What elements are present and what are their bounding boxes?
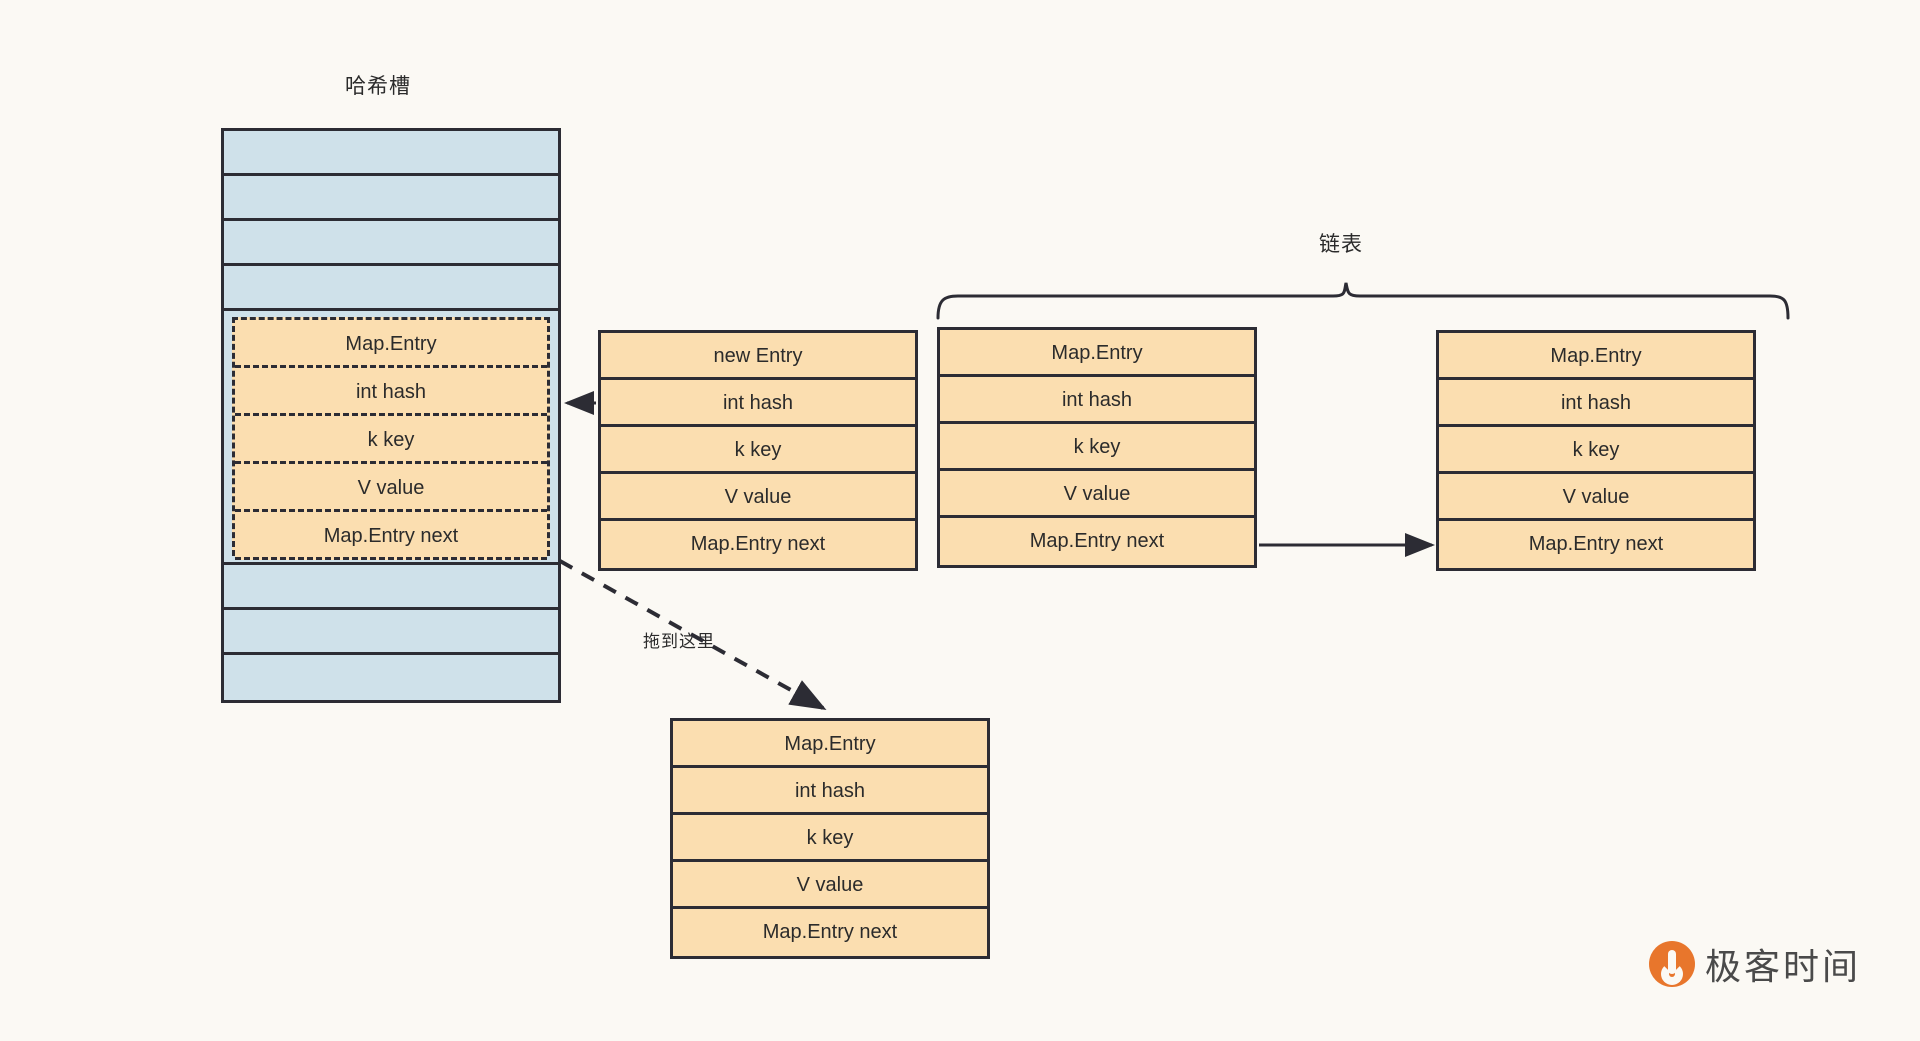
entry-row-hash: int hash: [940, 377, 1254, 424]
entry-row-key: k key: [1439, 427, 1753, 474]
entry-row-next: Map.Entry next: [673, 909, 987, 956]
entry-row-value: V value: [673, 862, 987, 909]
new-entry-box[interactable]: new Entry int hash k key V value Map.Ent…: [598, 330, 918, 571]
entry-row-next: Map.Entry next: [601, 521, 915, 568]
hash-slot-cell: [224, 221, 558, 266]
entry-row-type: Map.Entry: [1439, 333, 1753, 380]
entry-row-key: k key: [235, 416, 547, 464]
linked-list-node-2[interactable]: Map.Entry int hash k key V value Map.Ent…: [1436, 330, 1756, 571]
entry-row-type: Map.Entry: [235, 320, 547, 368]
embedded-entry-box[interactable]: Map.Entry int hash k key V value Map.Ent…: [232, 317, 550, 560]
geektime-logo: 极客时间: [1649, 938, 1861, 990]
linked-list-brace: [936, 282, 1790, 320]
hash-slot-cell: [224, 131, 558, 176]
linked-list-title: 链表: [1319, 233, 1363, 256]
entry-row-hash: int hash: [235, 368, 547, 416]
entry-row-next: Map.Entry next: [1439, 521, 1753, 568]
entry-row-next: Map.Entry next: [235, 512, 547, 560]
entry-row-type: Map.Entry: [673, 721, 987, 768]
hash-slot-table: Map.Entry int hash k key V value Map.Ent…: [221, 128, 561, 703]
linked-list-node-1[interactable]: Map.Entry int hash k key V value Map.Ent…: [937, 327, 1257, 568]
geektime-logo-text: 极客时间: [1705, 946, 1862, 987]
geektime-logo-icon: [1649, 941, 1695, 987]
dropped-entry-box[interactable]: Map.Entry int hash k key V value Map.Ent…: [670, 718, 990, 959]
entry-row-value: V value: [1439, 474, 1753, 521]
entry-row-value: V value: [601, 474, 915, 521]
hash-slot-title: 哈希槽: [345, 75, 411, 98]
entry-row-hash: int hash: [1439, 380, 1753, 427]
entry-row-hash: int hash: [673, 768, 987, 815]
entry-row-type: Map.Entry: [940, 330, 1254, 377]
entry-row-hash: int hash: [601, 380, 915, 427]
entry-row-key: k key: [673, 815, 987, 862]
hash-slot-cell: [224, 266, 558, 311]
hash-slot-cell: [224, 176, 558, 221]
entry-row-value: V value: [940, 471, 1254, 518]
hash-slot-cell: [224, 610, 558, 655]
hash-slot-occupied-cell: Map.Entry int hash k key V value Map.Ent…: [224, 311, 558, 565]
hash-slot-cell: [224, 655, 558, 700]
drag-here-label: 拖到这里: [643, 632, 715, 651]
entry-row-next: Map.Entry next: [940, 518, 1254, 565]
entry-row-value: V value: [235, 464, 547, 512]
hash-slot-cell: [224, 565, 558, 610]
entry-row-type: new Entry: [601, 333, 915, 380]
entry-row-key: k key: [940, 424, 1254, 471]
entry-row-key: k key: [601, 427, 915, 474]
